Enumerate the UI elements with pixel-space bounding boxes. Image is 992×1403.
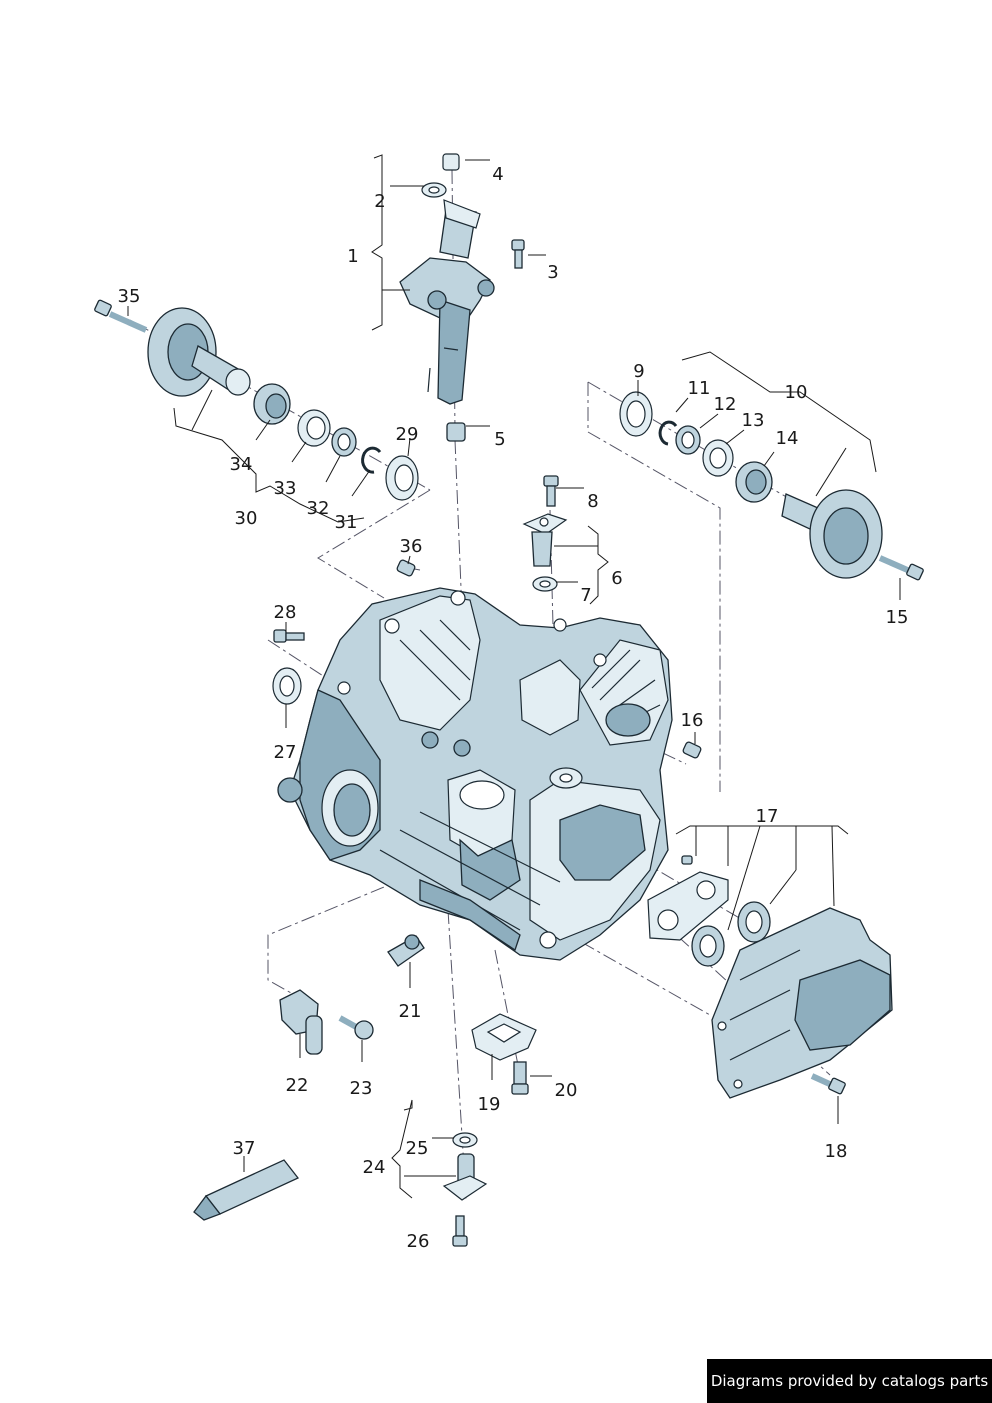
part-30-flange-shaft	[147, 307, 251, 397]
part-28-bolt	[273, 629, 305, 643]
callout-13: 13	[742, 410, 765, 431]
part-23-bolt	[338, 1015, 374, 1040]
callout-15: 15	[886, 607, 909, 628]
part-14-bearing	[735, 461, 773, 503]
callout-35: 35	[118, 286, 141, 307]
part-20-bolt	[511, 1061, 529, 1095]
selector-mechanism	[399, 199, 495, 405]
part-13-ring	[702, 439, 734, 477]
part-36-plug	[396, 559, 416, 577]
callout-8: 8	[587, 491, 598, 512]
part-5-bush	[446, 422, 466, 442]
callout-30: 30	[235, 508, 258, 529]
callout-16: 16	[681, 710, 704, 731]
part-32-nut	[331, 427, 357, 457]
part-8-bolt	[543, 475, 559, 507]
part-37-sealant-tube	[193, 1159, 300, 1221]
part-17-cover-assembly	[647, 855, 893, 1099]
callout-7: 7	[580, 585, 591, 606]
part-24-guide-sleeve	[442, 1153, 488, 1201]
callout-34: 34	[230, 454, 253, 475]
callout-29: 29	[396, 424, 419, 445]
callout-4: 4	[492, 164, 503, 185]
callout-19: 19	[478, 1094, 501, 1115]
part-25-seal	[452, 1132, 478, 1148]
part-7-seal	[532, 576, 558, 592]
part-12-nut	[675, 425, 701, 455]
callout-12: 12	[714, 394, 737, 415]
part-2-washer	[421, 182, 447, 198]
part-16-plug	[682, 741, 702, 759]
callout-21: 21	[399, 1001, 422, 1022]
callout-28: 28	[274, 602, 297, 623]
part-22-sender	[279, 989, 323, 1055]
callout-5: 5	[494, 429, 505, 450]
part-3-bolt	[511, 239, 525, 269]
callout-2: 2	[374, 191, 385, 212]
callout-22: 22	[286, 1075, 309, 1096]
callout-9: 9	[633, 361, 644, 382]
callout-11: 11	[688, 378, 711, 399]
part-6-guide-sleeve	[522, 513, 568, 567]
part-26-bolt	[452, 1215, 468, 1247]
part-33-ring	[297, 409, 331, 447]
callout-labels: 1 2 3 4 5 6 7 8 9 10 11 12 13 14 15 16 1…	[118, 164, 909, 1252]
callout-31: 31	[335, 512, 358, 533]
part-9-seal	[619, 391, 653, 437]
part-4-cap	[442, 153, 460, 171]
callout-25: 25	[406, 1138, 429, 1159]
callout-37: 37	[233, 1138, 256, 1159]
part-27-seal	[272, 667, 302, 705]
part-29-seal	[385, 455, 419, 501]
callout-6: 6	[611, 568, 622, 589]
callout-36: 36	[400, 536, 423, 557]
callout-10: 10	[785, 382, 808, 403]
part-18-bolt	[810, 1073, 846, 1095]
callout-24: 24	[363, 1157, 386, 1178]
part-21-sensor	[387, 934, 425, 967]
callout-26: 26	[407, 1231, 430, 1252]
callout-23: 23	[350, 1078, 373, 1099]
callout-17: 17	[756, 806, 779, 827]
part-10-flange-shaft	[781, 489, 883, 579]
leader-lines	[127, 154, 901, 1199]
part-11-circlip	[658, 420, 678, 446]
callout-33: 33	[274, 478, 297, 499]
callout-14: 14	[776, 428, 799, 449]
part-15-bolt	[878, 555, 924, 581]
callout-18: 18	[825, 1141, 848, 1162]
callout-32: 32	[307, 498, 330, 519]
callout-27: 27	[274, 742, 297, 763]
gearbox-housing	[277, 587, 673, 961]
part-19-gasket-cover	[471, 1013, 537, 1061]
credit-banner: Diagrams provided by catalogs parts	[707, 1359, 992, 1403]
callout-3: 3	[547, 262, 558, 283]
callout-20: 20	[555, 1080, 578, 1101]
part-34-bearing	[253, 383, 291, 425]
part-35-bolt	[94, 299, 148, 333]
callout-1: 1	[347, 246, 358, 267]
